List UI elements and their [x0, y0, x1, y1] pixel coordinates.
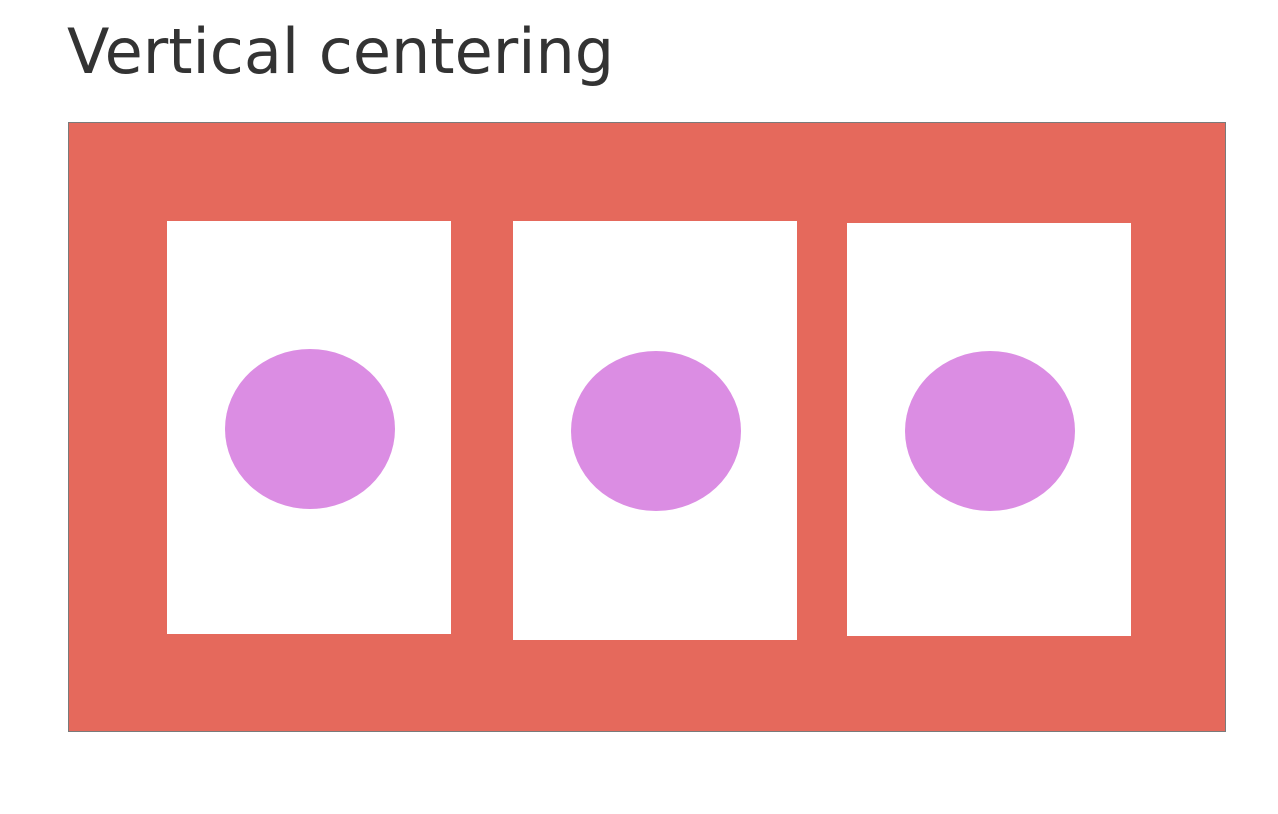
centering-stage — [68, 122, 1226, 732]
card-1 — [167, 221, 451, 634]
centered-circle — [225, 349, 395, 509]
centered-circle — [905, 351, 1075, 511]
centered-circle — [571, 351, 741, 511]
card-2 — [513, 221, 797, 640]
card-3 — [847, 223, 1131, 636]
page-title: Vertical centering — [67, 15, 615, 88]
